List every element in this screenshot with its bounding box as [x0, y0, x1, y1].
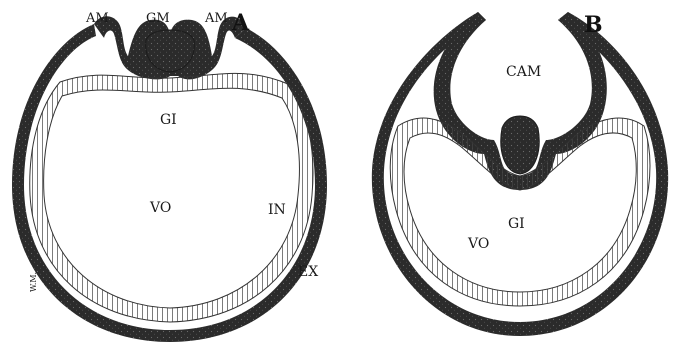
label-vo-b: VO	[467, 236, 489, 252]
label-in: IN	[268, 202, 286, 218]
label-gi-a: GI	[160, 112, 177, 128]
panel-b: B CAM GI VO	[372, 12, 668, 336]
label-am-left: AM	[85, 11, 109, 26]
label-am-right: AM	[204, 11, 228, 26]
panel-a-letter: A	[231, 10, 250, 36]
label-gi-b: GI	[508, 216, 525, 232]
panel-b-germ-knob	[501, 116, 539, 174]
label-ex: EX	[298, 264, 318, 280]
artist-signature: W.M.	[29, 272, 38, 292]
panel-a-endoderm-ring	[30, 73, 313, 322]
label-gm: GM	[146, 11, 170, 26]
label-cam: CAM	[506, 64, 541, 80]
panel-a: AM GM AM A GI VO IN EX W.M.	[12, 10, 327, 342]
panel-b-letter: B	[584, 12, 603, 38]
label-vo-a: VO	[149, 200, 171, 216]
